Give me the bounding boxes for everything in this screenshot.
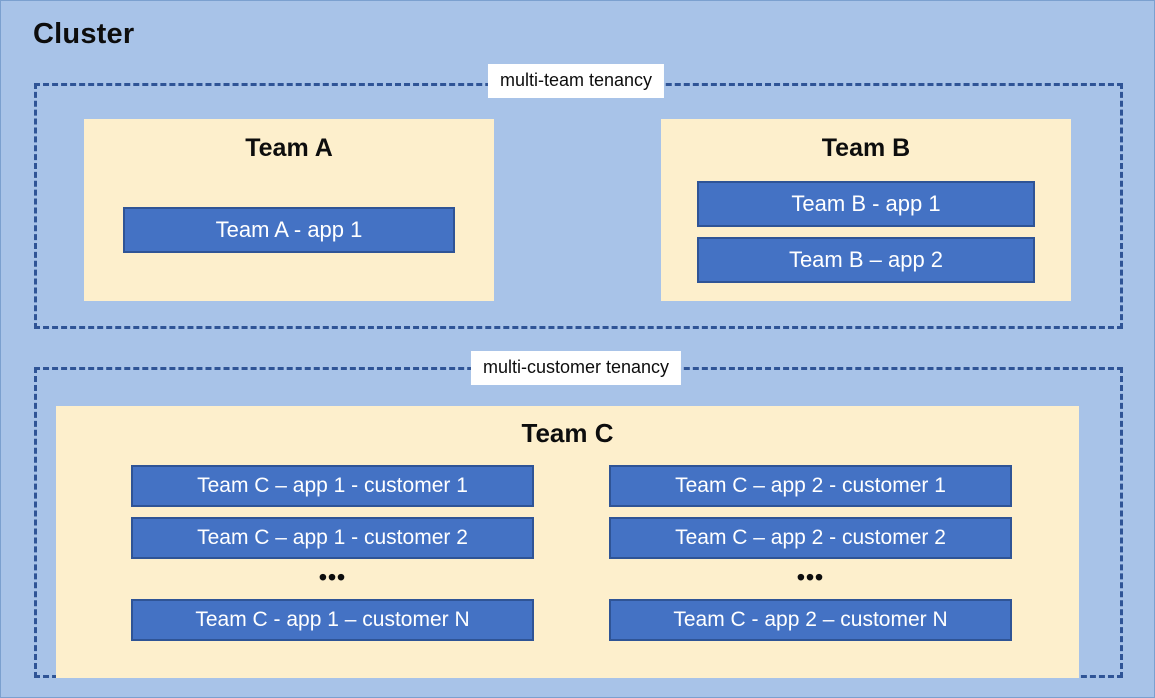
app-box-team-c-app-2-customer-2[interactable]: Team C – app 2 - customer 2 — [609, 517, 1012, 559]
team-c-title: Team C — [521, 418, 614, 448]
ellipsis-team-c-app-2: ••• — [796, 564, 825, 590]
app-box-team-c-app-1-customer-1[interactable]: Team C – app 1 - customer 1 — [131, 465, 534, 507]
team-b-title: Team B — [821, 134, 911, 162]
app-box-team-b-app-2[interactable]: Team B – app 2 — [697, 237, 1035, 283]
app-box-team-c-app-1-customer-n[interactable]: Team C - app 1 – customer N — [131, 599, 534, 641]
app-box-team-c-app-2-customer-n[interactable]: Team C - app 2 – customer N — [609, 599, 1012, 641]
team-c-box: Team C Team C – app 1 - customer 1 Team … — [56, 406, 1079, 678]
app-box-team-b-app-1[interactable]: Team B - app 1 — [697, 181, 1035, 227]
team-c-app-2-column: Team C – app 2 - customer 1 Team C – app… — [609, 465, 1012, 651]
team-b-box: Team B Team B - app 1 Team B – app 2 — [661, 119, 1071, 301]
team-a-title: Team A — [245, 134, 333, 162]
cluster-title: Cluster — [33, 18, 135, 50]
multi-customer-tenancy-label: multi-customer tenancy — [470, 351, 682, 385]
app-box-team-c-app-2-customer-1[interactable]: Team C – app 2 - customer 1 — [609, 465, 1012, 507]
team-c-app-1-column: Team C – app 1 - customer 1 Team C – app… — [131, 465, 534, 651]
app-box-team-c-app-1-customer-2[interactable]: Team C – app 1 - customer 2 — [131, 517, 534, 559]
team-a-app-list: Team A - app 1 — [123, 207, 455, 253]
team-a-box: Team A Team A - app 1 — [84, 119, 494, 301]
app-box-team-a-app-1[interactable]: Team A - app 1 — [123, 207, 455, 253]
team-b-app-list: Team B - app 1 Team B – app 2 — [697, 181, 1035, 283]
ellipsis-team-c-app-1: ••• — [318, 564, 347, 590]
multi-team-tenancy-label: multi-team tenancy — [487, 64, 665, 98]
